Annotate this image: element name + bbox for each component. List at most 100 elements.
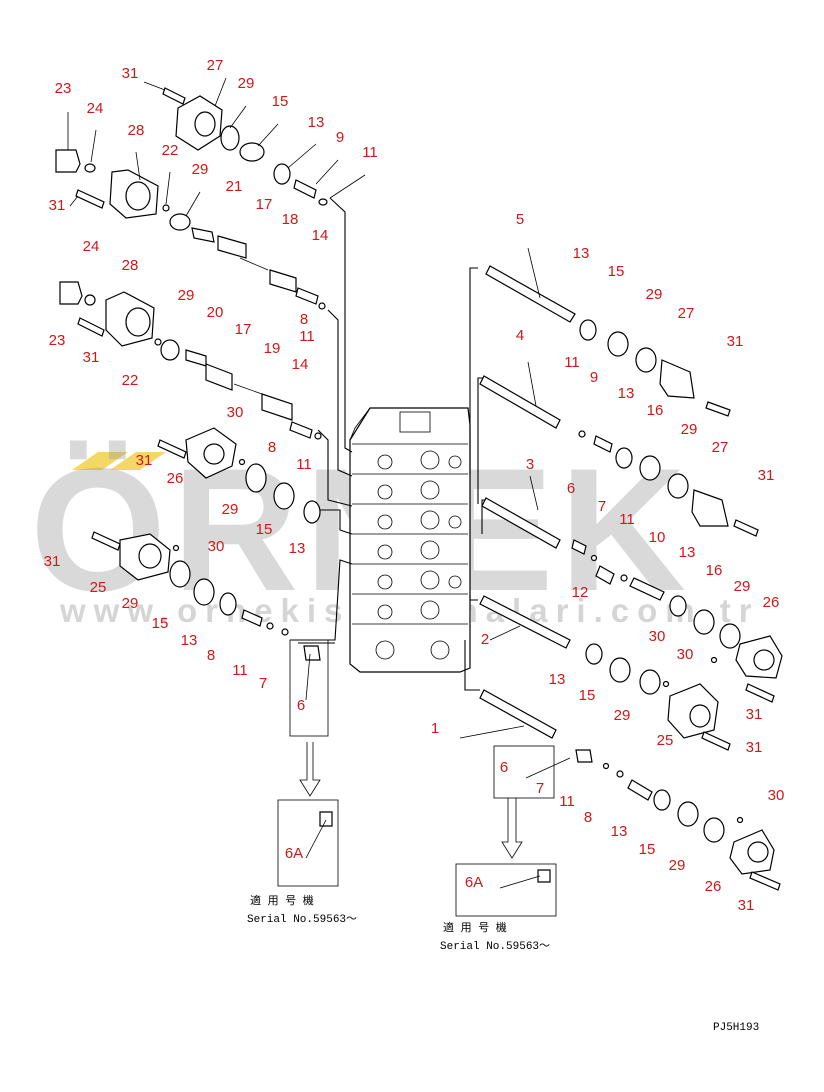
part-callout-31: 31 [738,897,755,914]
part-callout-30: 30 [768,787,785,804]
part-callout-16: 16 [647,402,664,419]
part-callout-30: 30 [677,646,694,663]
callout-labels: 31 27 23 24 29 15 13 9 11 28 22 29 31 2 11 7 1 8 14 5 24 13 28… [44,57,785,914]
part-callout-9: 9 [590,369,598,386]
part-callout-6a: 6A [285,845,303,862]
part-callout-29: 29 [222,501,239,518]
part-callout-11: 11 [619,511,635,528]
part-callout-15: 15 [608,263,625,280]
part-callout-29: 29 [669,857,686,874]
part-callout-31: 31 [136,452,153,469]
middle-left-parts [59,281,322,524]
part-callout-11: 11 [559,793,575,810]
part-callout-31: 31 [758,467,775,484]
part-callout-30: 30 [227,404,244,421]
part-callout-11: 11 [299,328,315,345]
lower-left-parts [91,531,339,887]
part-callout-7: 7 [598,498,606,515]
part-callout-13: 13 [308,114,325,131]
part-callout-15: 15 [256,521,273,538]
part-callout-8: 8 [300,311,308,328]
part-callout-13: 13 [573,245,590,262]
part-callout-29: 29 [238,75,255,92]
part-callout-8: 8 [268,439,276,456]
part-callout-13: 13 [611,823,628,840]
watermark-accent-mark [110,452,166,470]
part-callout-28: 28 [128,122,145,139]
part-callout-13: 13 [549,671,566,688]
serial-number-label: Serial No.59563～ [247,914,357,926]
part-callout-11: 11 [296,456,312,473]
serial-note-left: 適 用 号 機 Serial No.59563～ [247,893,357,926]
part-callout-31: 31 [122,65,139,82]
part-callout-27: 27 [678,305,695,322]
part-callout-8: 8 [207,647,215,664]
part-callout-29: 29 [734,578,751,595]
part-callout-19: 19 [264,340,281,357]
part-callout-2: 2 [481,631,489,648]
part-callout-26: 26 [705,878,722,895]
part-callout-14: 14 [312,227,329,244]
part-callout-20: 20 [207,304,224,321]
part-callout-4: 4 [516,327,524,344]
part-callout-13: 13 [289,540,306,557]
part-callout-6: 6 [500,759,508,776]
leader-lines [67,77,571,889]
right-side-parts [455,265,783,917]
part-callout-30: 30 [208,538,225,555]
part-callout-25: 25 [90,579,107,596]
part-callout-26: 26 [763,594,780,611]
part-callout-22: 22 [162,142,179,159]
part-callout-10: 10 [649,529,666,546]
part-callout-31: 31 [83,349,100,366]
part-callout-5: 5 [516,211,524,228]
part-callout-28: 28 [122,257,139,274]
part-callout-31: 31 [49,197,66,214]
part-callout-15: 15 [639,841,656,858]
part-callout-22: 22 [122,372,139,389]
part-callout-7: 7 [259,675,267,692]
part-callout-23: 23 [55,80,72,97]
part-callout-15: 15 [579,687,596,704]
part-callout-31: 31 [746,739,763,756]
applicable-machine-label: 適 用 号 機 [443,920,507,935]
part-callout-29: 29 [614,707,631,724]
part-callout-31: 31 [746,706,763,723]
applicable-machine-label: 適 用 号 機 [250,893,314,908]
part-callout-15: 15 [152,615,169,632]
part-callout-29: 29 [192,161,209,178]
part-callout-29: 29 [681,421,698,438]
part-callout-3: 3 [526,456,534,473]
upper-left-parts [55,87,328,310]
part-callout-24: 24 [87,100,104,117]
part-callout-11: 11 [232,662,248,679]
control-valve-body [349,407,471,673]
part-callout-6: 6 [567,480,575,497]
serial-note-right: 適 用 号 機 Serial No.59563～ [440,920,550,953]
part-callout-15: 15 [272,93,289,110]
part-callout-8: 8 [584,809,592,826]
part-callout-29: 29 [178,287,195,304]
assembly-lines [290,197,490,691]
part-callout-29: 29 [122,595,139,612]
serial-number-label: Serial No.59563～ [440,941,550,953]
part-callout-25: 25 [657,732,674,749]
watermark-accent-mark [72,452,128,470]
part-callout-30: 30 [649,628,666,645]
part-callout-7: 7 [536,780,544,797]
part-callout-13: 13 [679,544,696,561]
part-callout-6: 6 [297,697,305,714]
part-callout-31: 31 [727,333,744,350]
part-callout-24: 24 [83,238,100,255]
part-callout-27: 27 [712,439,729,456]
part-callout-14: 14 [292,356,309,373]
part-callout-13: 13 [181,632,198,649]
part-callout-1: 1 [431,720,439,737]
part-callout-17: 17 [235,321,252,338]
part-callout-23: 23 [49,332,66,349]
part-callout-26: 26 [167,470,184,487]
part-callout-11: 11 [362,144,378,161]
part-callout-13: 13 [618,385,635,402]
